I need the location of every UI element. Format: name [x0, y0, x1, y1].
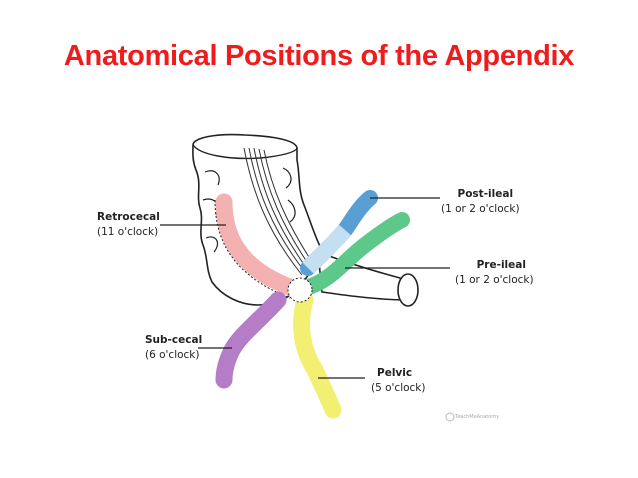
pelvic-label: Pelvic (5 o'clock) — [371, 366, 426, 396]
watermark: TeachMeAnatomy — [455, 414, 500, 420]
sub-cecal-position: (6 o'clock) — [145, 349, 200, 361]
pelvic-appendix — [293, 291, 342, 419]
retrocecal-name: Retrocecal — [97, 211, 160, 223]
pre-ileal-position: (1 or 2 o'clock) — [455, 274, 534, 286]
sub-cecal-appendix — [215, 291, 287, 389]
retrocecal-position: (11 o'clock) — [97, 226, 159, 238]
pre-ileal-appendix — [297, 212, 410, 296]
sub-cecal-name: Sub-cecal — [145, 334, 203, 346]
watermark-logo — [445, 412, 455, 422]
post-ileal-name: Post-ileal — [457, 188, 514, 200]
pelvic-name: Pelvic — [377, 367, 413, 379]
post-ileal-position: (1 or 2 o'clock) — [441, 203, 520, 215]
page-title: Anatomical Positions of the Appendix — [63, 40, 575, 72]
retrocecal-label: Retrocecal (11 o'clock) — [97, 210, 160, 240]
pelvic-position: (5 o'clock) — [371, 382, 426, 394]
pre-ileal-name: Pre-ileal — [476, 259, 526, 271]
retrocecal-appendix — [215, 193, 301, 297]
cecum — [192, 133, 323, 306]
post-ileal-label: Post-ileal (1 or 2 o'clock) — [441, 187, 520, 217]
pre-ileal-label: Pre-ileal (1 or 2 o'clock) — [455, 258, 534, 288]
sub-cecal-label: Sub-cecal (6 o'clock) — [145, 333, 202, 363]
